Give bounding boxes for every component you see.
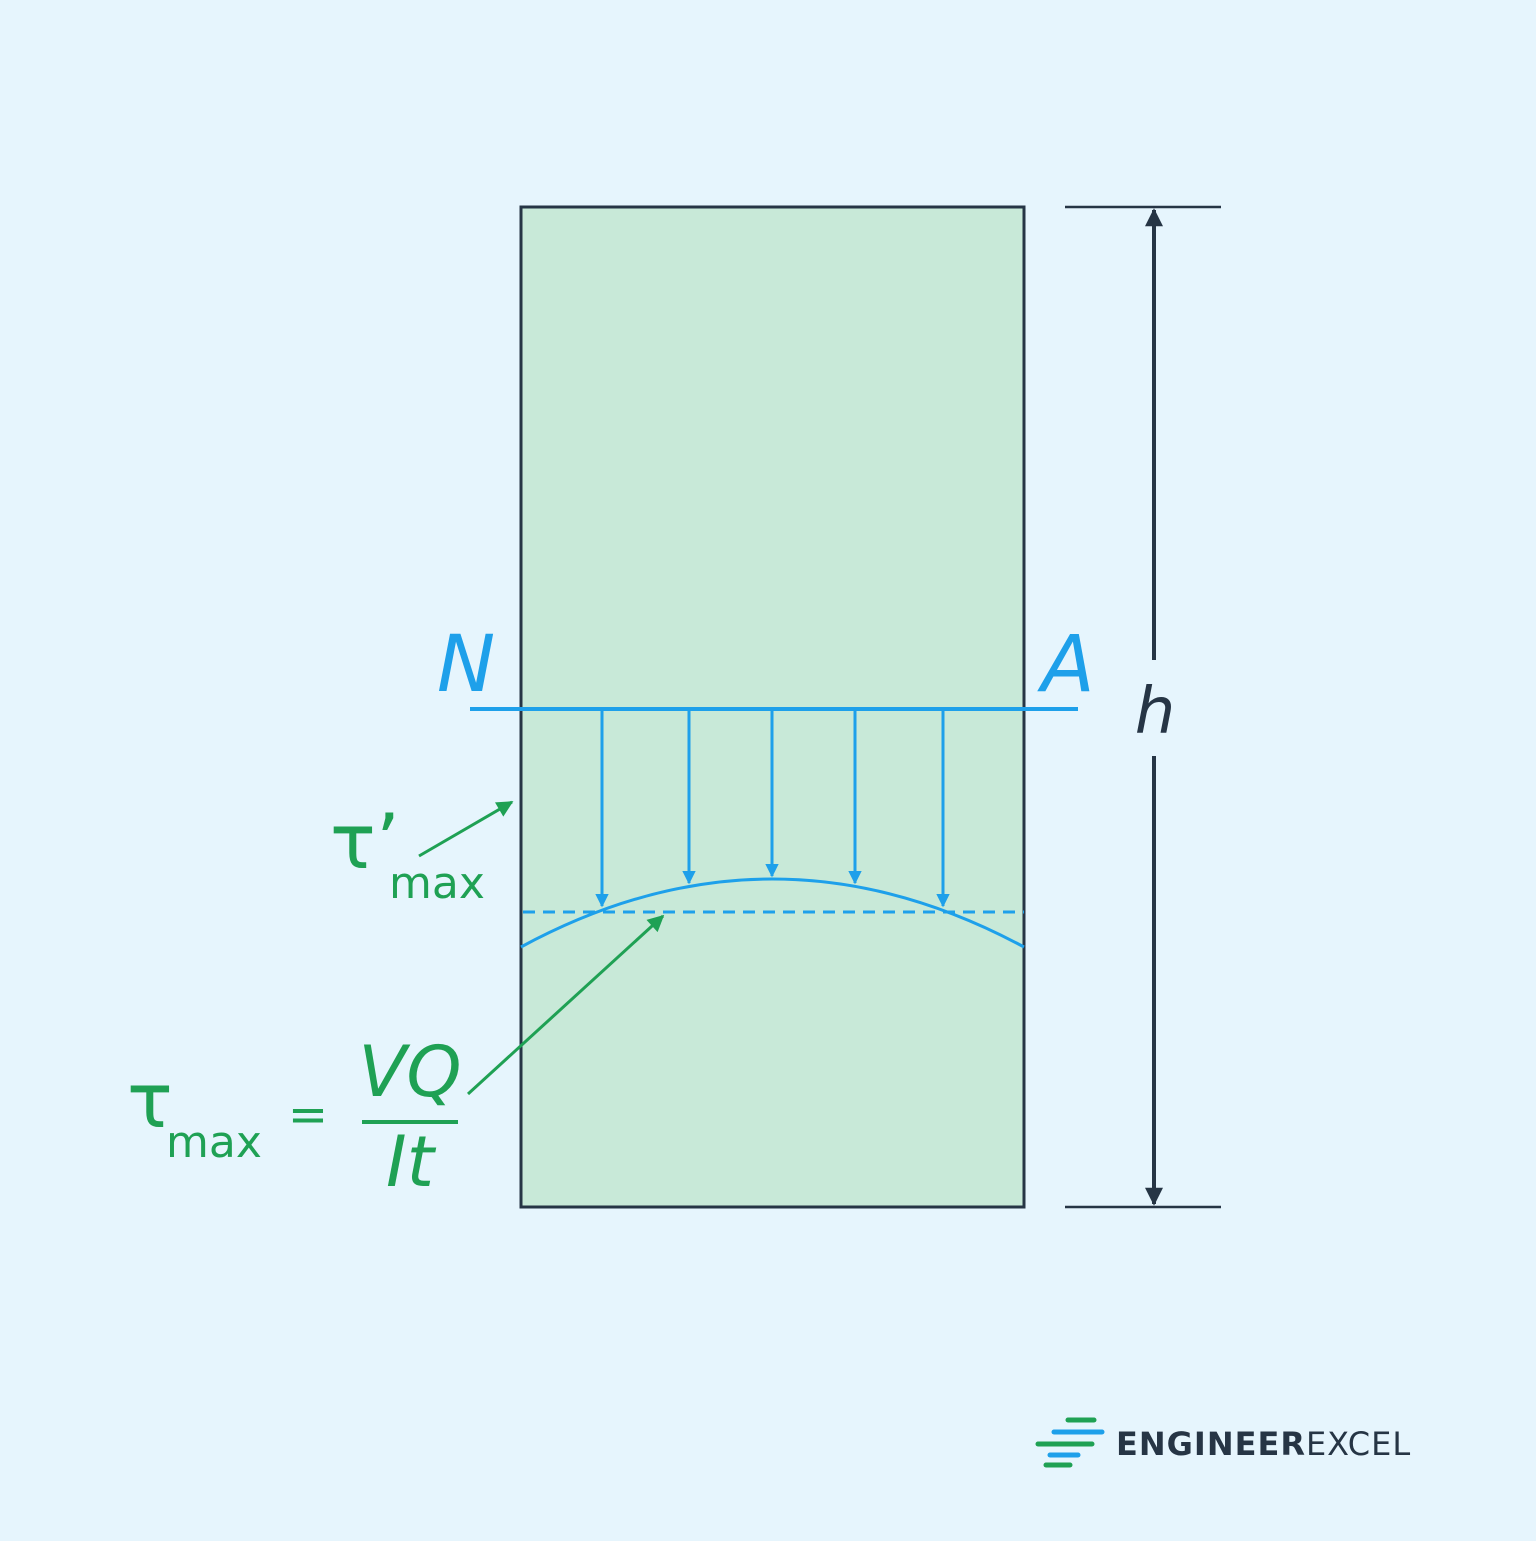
tau-max-pointer-arrow (466, 914, 665, 1096)
tau-prime-pointer-arrow (418, 800, 514, 858)
brand-name: ENGINEEREXCEL (1116, 1425, 1411, 1463)
tau-max-subscript: max (166, 1117, 262, 1168)
equals-sign: = (288, 1087, 328, 1143)
formula-numerator: VQ (359, 1031, 462, 1113)
tau-prime-symbol: τ’ (330, 797, 400, 886)
formula-denominator: It (386, 1121, 437, 1203)
tau-max-symbol: τ (127, 1056, 173, 1145)
height-label: h (1135, 675, 1176, 749)
speed-lines-icon (1035, 1417, 1105, 1468)
shear-distribution-curve (520, 877, 1025, 949)
brand-logo: ENGINEEREXCEL (1035, 1417, 1411, 1468)
neutral-axis-label-a: A (1036, 620, 1094, 710)
brand-name-part2: EXCEL (1306, 1425, 1411, 1463)
neutral-axis-label-n: N (437, 620, 495, 710)
brand-name-part1: ENGINEER (1116, 1425, 1306, 1463)
tau-prime-subscript: max (389, 858, 485, 909)
